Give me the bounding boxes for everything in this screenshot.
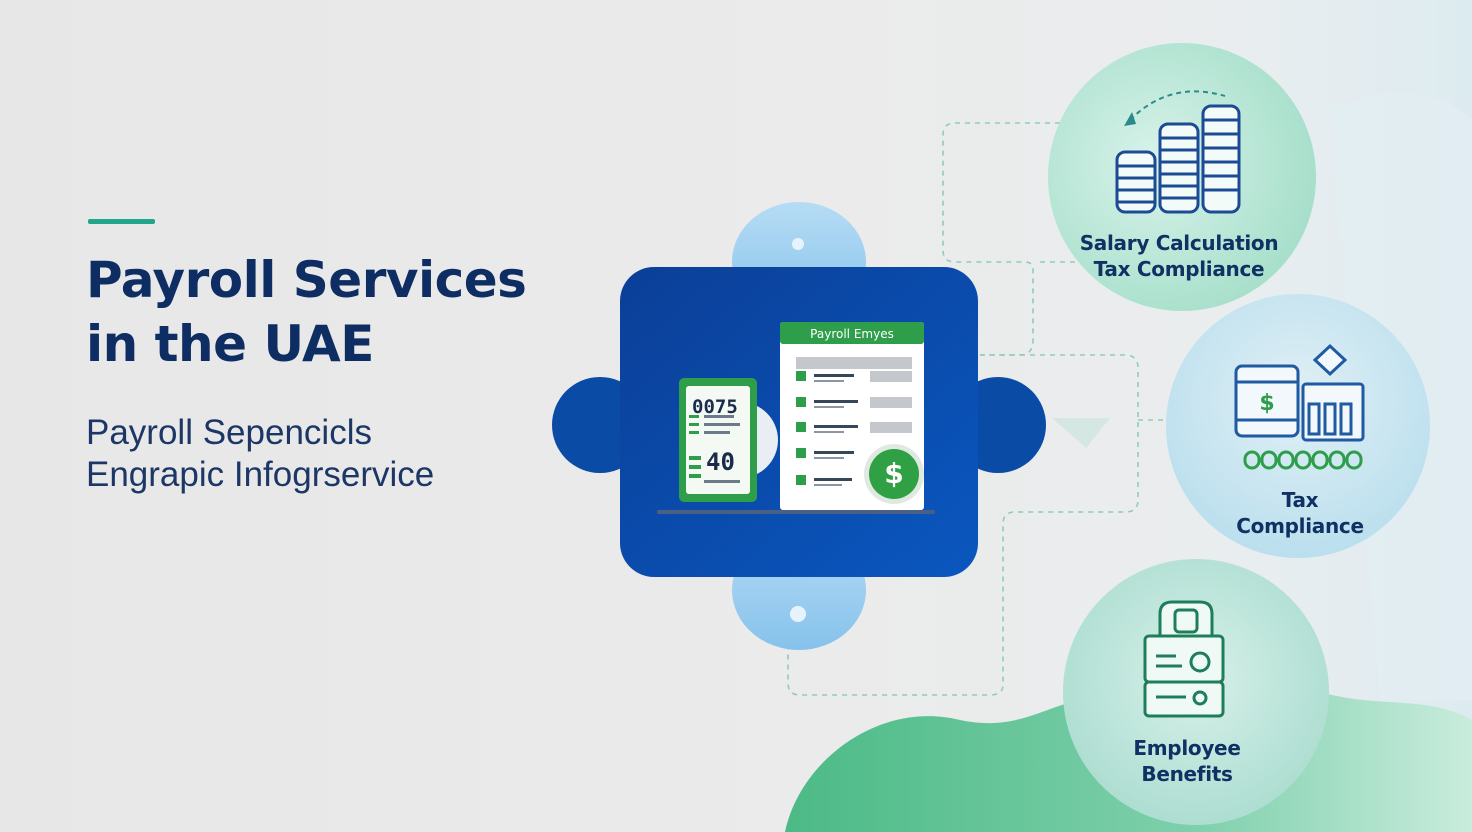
bottom-blob-hole <box>790 606 806 622</box>
tax-building-icon <box>1234 343 1365 442</box>
arrow-curve-icon <box>1129 90 1226 121</box>
panel-baseline <box>657 510 935 514</box>
accent-bar <box>88 219 155 224</box>
document-title: Payroll Emyes <box>810 327 894 341</box>
dollar-symbol: $ <box>884 457 904 490</box>
card-top-number: 0075 <box>692 396 738 418</box>
benefits-document-icon <box>1143 600 1225 718</box>
benefits-label-line-1: Employee <box>1133 736 1241 760</box>
benefits-label-line-2: Benefits <box>1141 762 1233 786</box>
tax-label-line-1: Tax <box>1281 488 1319 512</box>
tax-label-line-2: Compliance <box>1236 514 1364 538</box>
benefits-label: Employee Benefits <box>1087 735 1287 787</box>
title-line-1: Payroll Services <box>86 251 527 309</box>
subtitle-line-2: Engrapic Infogrservice <box>86 455 435 494</box>
dollar-badge-icon <box>869 449 919 499</box>
card-bottom-number: 40 <box>706 448 735 476</box>
salary-label-line-1: Salary Calculation <box>1079 231 1279 255</box>
page-title: Payroll Services in the UAE <box>86 248 527 376</box>
arrow-head-icon <box>1124 112 1136 126</box>
coin-row-icon <box>1243 450 1363 470</box>
tax-label: Tax Compliance <box>1200 487 1400 539</box>
coin-stacks-icon <box>1115 104 1241 214</box>
subtitle-line-1: Payroll Sepencicls <box>86 413 372 452</box>
salary-label: Salary Calculation Tax Compliance <box>1069 230 1289 282</box>
page-subtitle: Payroll Sepencicls Engrapic Infogrservic… <box>86 412 434 496</box>
tax-dollar-icon: $ <box>1259 391 1274 416</box>
salary-label-line-2: Tax Compliance <box>1093 257 1265 281</box>
title-line-2: in the UAE <box>86 315 374 373</box>
green-card <box>679 378 757 502</box>
arrow-shape <box>1052 418 1110 448</box>
top-blob-hole <box>792 238 804 250</box>
